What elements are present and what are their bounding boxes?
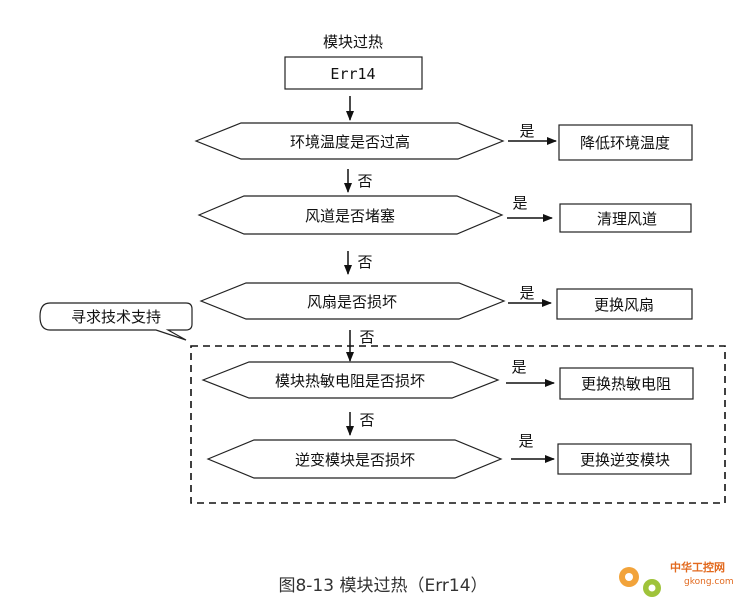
decision-2-yes-label: 是 [512,194,527,212]
action-2-box [559,203,692,233]
decision-2-no-label: 否 [357,253,372,271]
decision-3-yes-label: 是 [519,284,534,302]
decision-3 [199,282,506,320]
figure-caption: 图8-13 模块过热（Err14） [278,576,487,596]
watermark-logo: 中华工控网 gkong.com [619,560,734,597]
decision-4-no-label: 否 [359,411,374,429]
decision-2 [197,195,504,235]
flowchart-title: 模块过热 [323,33,383,51]
dashed-group-box [190,345,726,504]
action-3-text: 更换风扇 [594,296,654,314]
decision-4-yes-label: 是 [511,358,526,376]
callout-bubble [39,302,193,341]
decision-1-yes-label: 是 [519,122,534,140]
start-code: Err14 [330,65,375,83]
decision-1-question: 环境温度是否过高 [290,133,410,151]
action-4-box [559,367,694,400]
decision-2-question: 风道是否堵塞 [305,207,395,225]
decision-1-no-label: 否 [357,172,372,190]
decision-1 [194,122,505,160]
callout-text: 寻求技术支持 [71,308,161,326]
action-2-text: 清理风道 [597,210,657,228]
action-5-box [557,443,692,475]
watermark-url: gkong.com [684,577,734,587]
action-4-text: 更换热敏电阻 [581,375,671,393]
start-box [284,56,423,90]
action-5-text: 更换逆变模块 [580,451,670,469]
decision-5-question: 逆变模块是否损坏 [295,451,415,469]
action-3-box [556,288,693,320]
watermark-name: 中华工控网 [670,560,725,574]
action-1-box [558,124,693,161]
decision-3-question: 风扇是否损坏 [307,293,397,311]
decision-5-yes-label: 是 [518,432,533,450]
action-1-text: 降低环境温度 [580,134,670,152]
decision-4 [201,361,500,399]
decision-4-question: 模块热敏电阻是否损坏 [275,372,425,390]
decision-5 [206,439,503,479]
decision-3-no-label: 否 [359,328,374,346]
